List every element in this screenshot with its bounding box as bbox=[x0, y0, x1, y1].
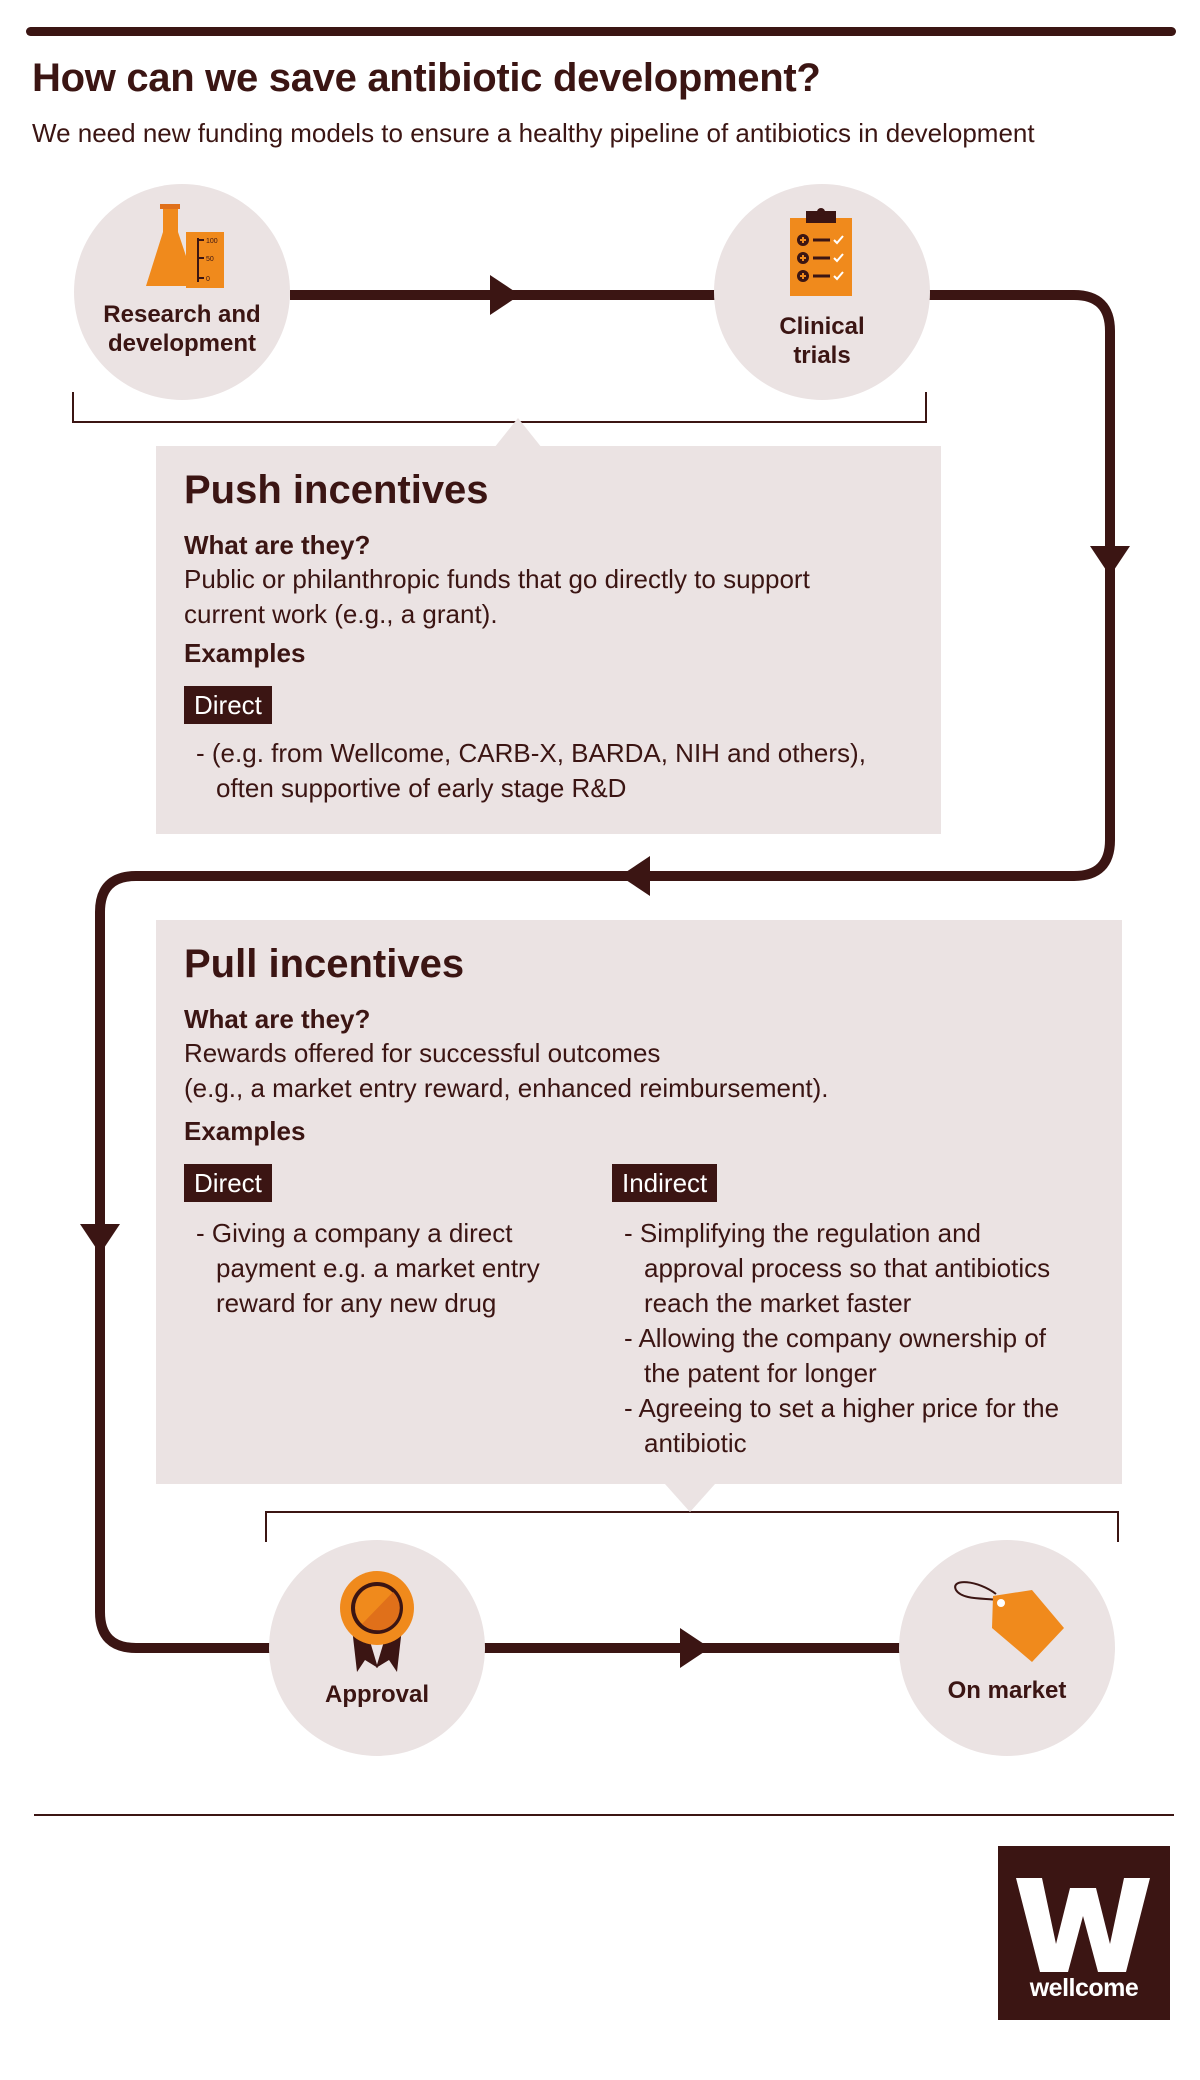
pull-question: What are they? bbox=[184, 1004, 371, 1034]
pull-answer-line-2: (e.g., a market entry reward, enhanced r… bbox=[184, 1073, 829, 1103]
flow-path bbox=[95, 290, 1115, 1653]
list-item: Simplifying the regulation and approval … bbox=[624, 1216, 1084, 1321]
list-item: (e.g. from Wellcome, CARB-X, BARDA, NIH … bbox=[196, 736, 916, 806]
pull-title: Pull incentives bbox=[184, 942, 465, 986]
list-item: Allowing the company ownership of the pa… bbox=[624, 1321, 1084, 1391]
stage-circle-approval bbox=[269, 1540, 485, 1756]
pull-callout-pointer bbox=[665, 1484, 715, 1512]
pull-answer-line-1: Rewards offered for successful outcomes bbox=[184, 1038, 661, 1068]
arrow-right-2 bbox=[680, 1628, 710, 1668]
push-bracket bbox=[72, 392, 927, 423]
bottom-rule bbox=[34, 1814, 1174, 1816]
pull-indirect-tag: Indirect bbox=[612, 1164, 718, 1202]
stage-circle-market bbox=[899, 1540, 1115, 1756]
push-callout-pointer bbox=[494, 418, 542, 448]
wellcome-logo-mark bbox=[1016, 1878, 1150, 1972]
clipboard-icon bbox=[790, 208, 852, 296]
push-answer-line-1: Public or philanthropic funds that go di… bbox=[184, 564, 810, 594]
push-title: Push incentives bbox=[184, 468, 489, 512]
pull-direct-tag: Direct bbox=[184, 1164, 272, 1202]
price-tag-icon bbox=[954, 1581, 1064, 1662]
top-rule bbox=[26, 27, 1176, 36]
arrow-down-1 bbox=[1090, 546, 1130, 576]
stage-circle-research bbox=[74, 184, 290, 400]
svg-text:0: 0 bbox=[206, 276, 210, 283]
stage-label-trials: Clinical trials bbox=[779, 313, 865, 369]
arrow-right-1 bbox=[490, 275, 520, 315]
pull-indirect-list: Simplifying the regulation and approval … bbox=[624, 1216, 1084, 1461]
stage-label-market: On market bbox=[947, 1677, 1067, 1704]
pull-bracket bbox=[265, 1511, 1119, 1542]
push-direct-list: (e.g. from Wellcome, CARB-X, BARDA, NIH … bbox=[196, 736, 916, 806]
push-question: What are they? bbox=[184, 530, 371, 560]
push-answer-line-2: current work (e.g., a grant). bbox=[184, 599, 498, 629]
wellcome-wordmark: wellcome bbox=[1029, 1974, 1139, 2002]
flask-icon: 100 50 0 bbox=[146, 204, 224, 288]
page-title: How can we save antibiotic development? bbox=[32, 56, 821, 100]
pull-examples-label: Examples bbox=[184, 1116, 306, 1146]
svg-text:50: 50 bbox=[206, 256, 214, 263]
pull-direct-list: Giving a company a direct payment e.g. a… bbox=[196, 1216, 586, 1321]
push-direct-tag: Direct bbox=[184, 686, 272, 724]
pull-incentives-panel: Pull incentives What are they? Rewards o… bbox=[156, 920, 1122, 1484]
award-ribbon-icon bbox=[340, 1571, 414, 1672]
page-subtitle: We need new funding models to ensure a h… bbox=[32, 118, 1035, 148]
push-examples-label: Examples bbox=[184, 638, 306, 668]
arrow-down-2 bbox=[80, 1224, 120, 1254]
arrow-left-1 bbox=[620, 856, 650, 896]
stage-label-research: Research and development bbox=[103, 301, 261, 357]
wellcome-logo: wellcome bbox=[998, 1846, 1170, 2020]
list-item: Giving a company a direct payment e.g. a… bbox=[196, 1216, 586, 1321]
push-incentives-panel: Push incentives What are they? Public or… bbox=[156, 446, 941, 834]
svg-text:100: 100 bbox=[206, 238, 218, 245]
stage-label-approval: Approval bbox=[324, 1681, 429, 1708]
list-item: Agreeing to set a higher price for the a… bbox=[624, 1391, 1084, 1461]
